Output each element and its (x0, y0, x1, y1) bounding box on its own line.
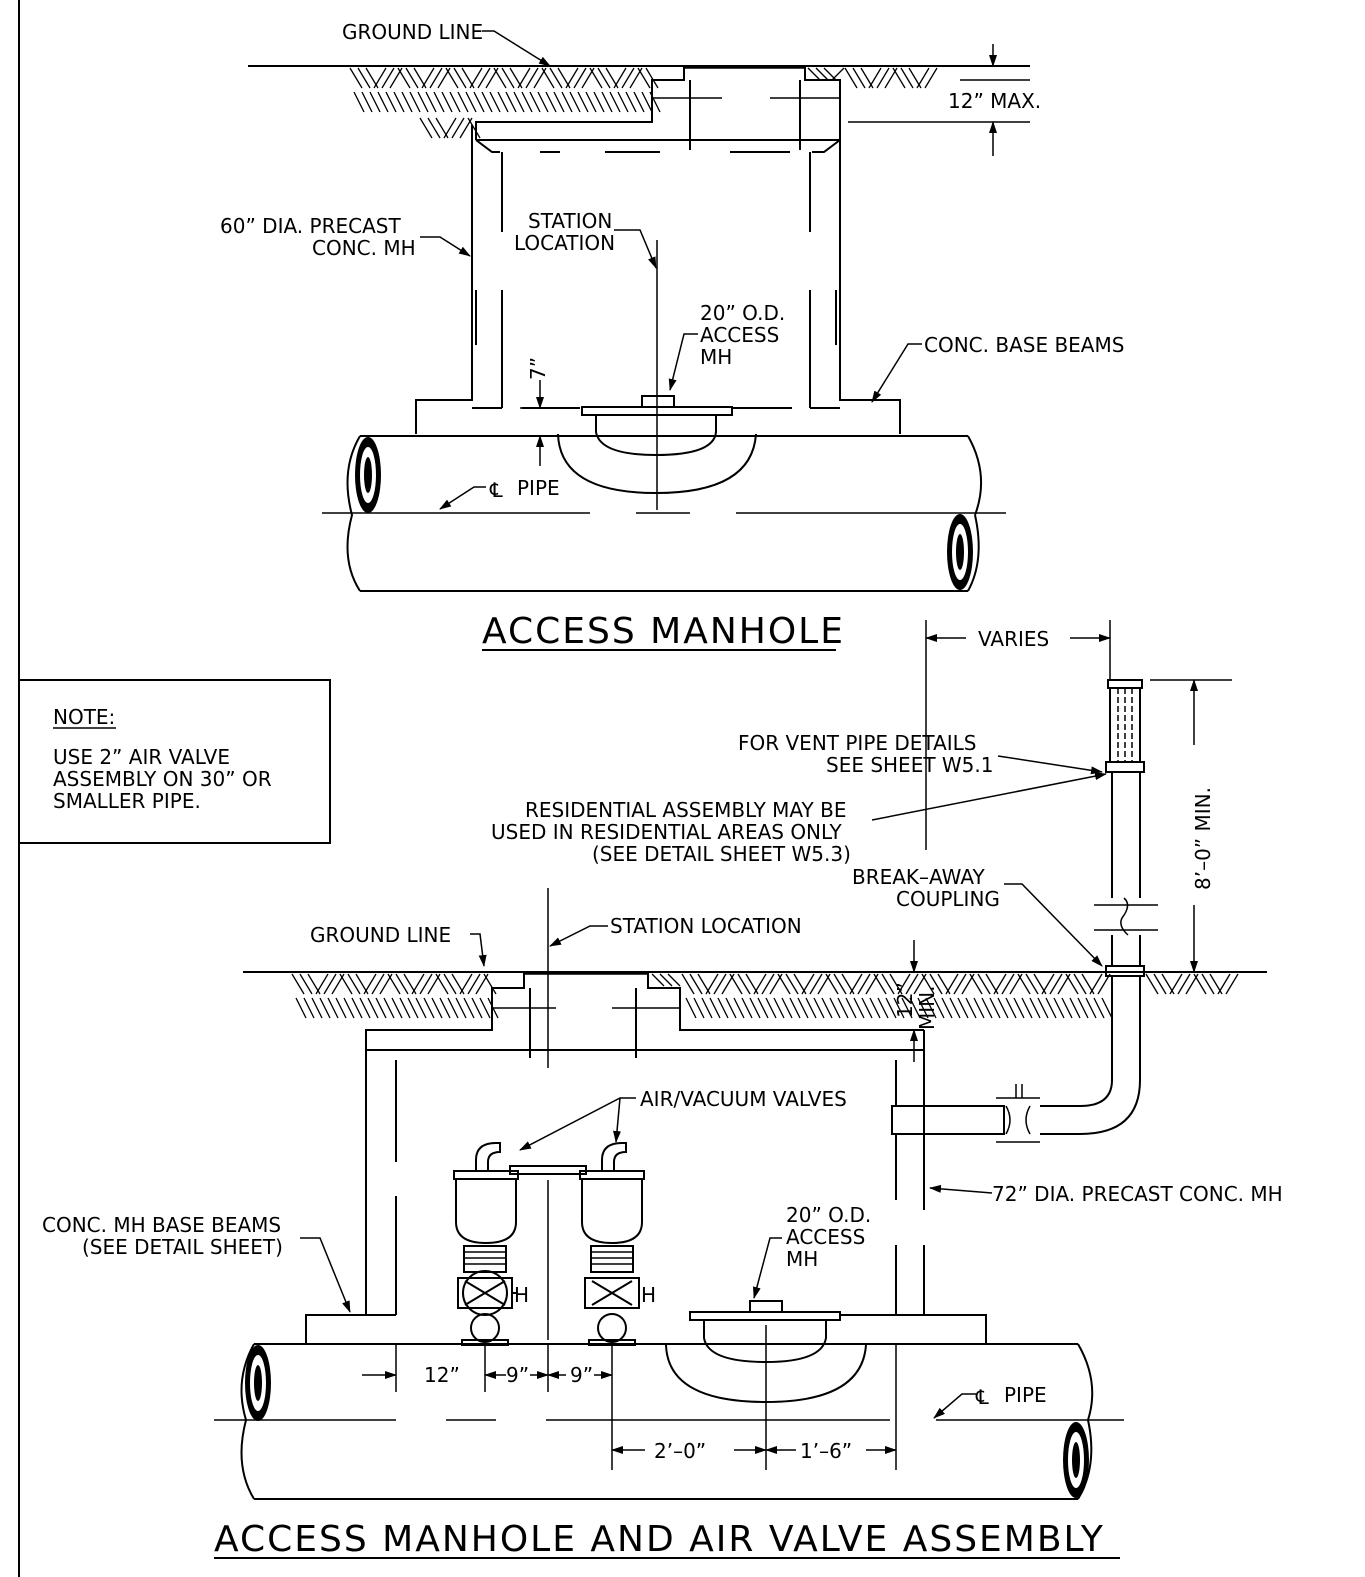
dim-12in: 12” (424, 1363, 460, 1387)
air-valve-assembly-detail: H H (42, 620, 1283, 1560)
dim-9in-b: 9” (570, 1363, 593, 1387)
label-access-od: 20” O.D. (700, 301, 785, 325)
centerline-symbol-bottom: ℄ (975, 1385, 989, 1409)
air-vacuum-valve-right: H (579, 1142, 656, 1346)
soil-hatch (349, 67, 938, 139)
label-min: MIN. (915, 986, 939, 1030)
note-box: NOTE: USE 2” AIR VALVE ASSEMBLY ON 30” O… (18, 679, 331, 844)
label-cl-pipe-bottom: PIPE (1004, 1383, 1047, 1407)
label-residential-3: (SEE DETAIL SHEET W5.3) (592, 842, 851, 866)
label-base-beams-bottom: CONC. MH BASE BEAMS (42, 1213, 281, 1237)
svg-text:H: H (641, 1283, 656, 1307)
label-access: ACCESS (700, 323, 779, 347)
title-air-valve-assembly: ACCESS MANHOLE AND AIR VALVE ASSEMBLY (214, 1519, 1105, 1560)
note-line-3: SMALLER PIPE. (53, 789, 201, 813)
label-access-od-bottom: 20” O.D. (786, 1203, 871, 1227)
note-heading: NOTE: (53, 705, 115, 729)
label-access-mh-bottom: MH (786, 1247, 818, 1271)
dim-2ft: 2’–0” (654, 1439, 706, 1463)
title-access-manhole: ACCESS MANHOLE (482, 611, 845, 652)
label-12in: 12” (893, 982, 917, 1018)
label-coupling: COUPLING (896, 887, 1000, 911)
dim-1ft6: 1’–6” (800, 1439, 852, 1463)
label-ground-line: GROUND LINE (342, 20, 483, 44)
label-access-mh: MH (700, 345, 732, 369)
label-air-vacuum-valves: AIR/VACUUM VALVES (640, 1087, 847, 1111)
label-residential-1: RESIDENTIAL ASSEMBLY MAY BE (525, 798, 846, 822)
label-base-beams-detail: (SEE DETAIL SHEET) (82, 1235, 283, 1259)
label-station: STATION (528, 209, 612, 233)
access-manhole-detail: GROUND LINE 12” MAX. 60” DIA. PRECAST CO… (220, 20, 1124, 652)
centerline-symbol: ℄ (489, 478, 503, 502)
vent-pipe (891, 679, 1158, 1143)
soil-hatch-bottom (291, 973, 1239, 1019)
air-vacuum-valve-left: H (453, 1142, 529, 1346)
label-72-mh: 72” DIA. PRECAST CONC. MH (992, 1182, 1283, 1206)
label-vent-details: FOR VENT PIPE DETAILS (738, 731, 977, 755)
label-7in: 7” (526, 357, 550, 380)
label-access-bottom: ACCESS (786, 1225, 865, 1249)
label-mh-diameter-2: CONC. MH (312, 236, 416, 260)
label-break-away: BREAK–AWAY (852, 865, 985, 889)
label-ground-line-bottom: GROUND LINE (310, 923, 451, 947)
note-line-1: USE 2” AIR VALVE (53, 745, 230, 769)
dim-9in-a: 9” (506, 1363, 529, 1387)
label-varies: VARIES (978, 627, 1049, 651)
note-line-2: ASSEMBLY ON 30” OR (53, 767, 272, 791)
label-residential-2: USED IN RESIDENTIAL AREAS ONLY (491, 820, 843, 844)
label-mh-diameter: 60” DIA. PRECAST (220, 214, 401, 238)
label-8ft-min: 8’–0” MIN. (1191, 787, 1215, 890)
label-cl-pipe: PIPE (517, 476, 560, 500)
label-station-location: STATION LOCATION (610, 914, 802, 938)
label-vent-sheet: SEE SHEET W5.1 (826, 753, 994, 777)
label-station-2: LOCATION (514, 231, 615, 255)
svg-text:H: H (514, 1283, 529, 1307)
label-12-max: 12” MAX. (948, 89, 1041, 113)
label-base-beams: CONC. BASE BEAMS (924, 333, 1124, 357)
